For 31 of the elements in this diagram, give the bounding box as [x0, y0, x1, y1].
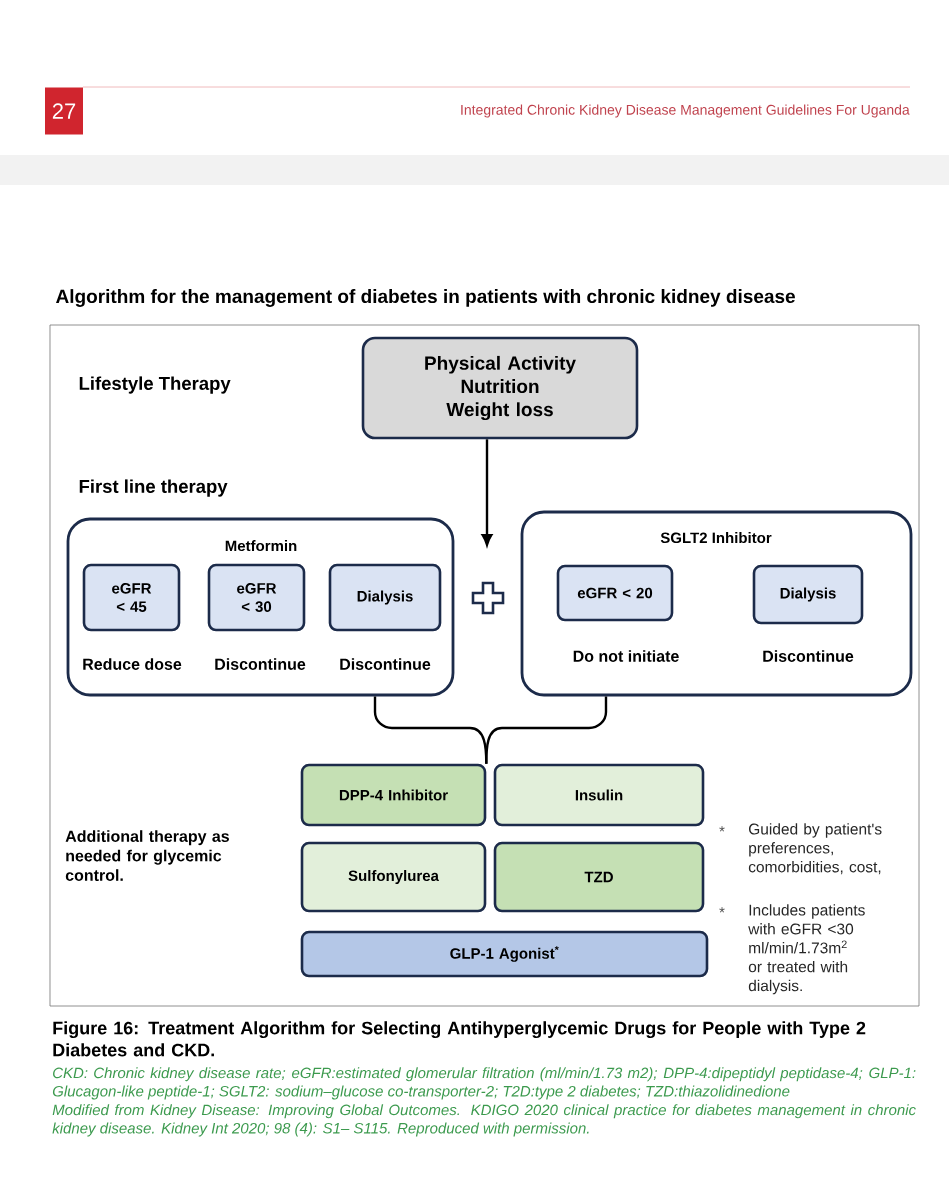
- criteria-box: Dialysis: [328, 563, 442, 632]
- outcome-text: Discontinue: [340, 658, 431, 670]
- drug-box: Sulfonylurea: [300, 841, 487, 913]
- outcome-text: Discontinue: [215, 658, 306, 670]
- criteria-box: eGFR < 30: [207, 563, 306, 632]
- drug-box: TZD: [493, 841, 705, 913]
- footnote-text: Includes patients with eGFR <30 ml/min/1.73m$^{2}$ or treated with dialysis.: [748, 904, 865, 995]
- drug-box: GLP-1 Agonist$^{*}$: [300, 930, 709, 978]
- drug-box: DPP-4 Inhibitor: [300, 763, 487, 827]
- row-label: Additional therapy as needed for glycemic control.: [65, 830, 229, 881]
- drug-box: Insulin: [493, 763, 705, 827]
- row-label: Lifestyle Therapy: [79, 376, 231, 394]
- caption-note: CKD: Chronic kidney disease rate; eGFR:estimated glomerular filtration (ml/min/1.73 m2); DPP-4:dipeptidyl peptidase-4; GLP-1: Glucagon-like peptide-1; SGLT2: sodium–glucose co-transporter-2; T2D:type 2 diabetes; TZD:thiazolidinedione: [52, 1067, 916, 1100]
- arrow: [481, 439, 493, 546]
- caption-note: Modified from Kidney Disease: Improving Global Outcomes. KDIGO 2020 clinical practice for diabetes management in chronic kidney disease. Kidney Int 2020; 98 (4): S1– S115. Reproduced with permission.: [52, 1104, 916, 1137]
- header-text: Integrated Chronic Kidney Disease Management Guidelines For Uganda: [461, 104, 910, 118]
- lifestyle-box: Physical Activity Nutrition Weight loss: [361, 336, 639, 440]
- row-label: First line therapy: [79, 479, 228, 497]
- diagram-title: Algorithm for the management of diabetes in patients with chronic kidney disease: [56, 289, 795, 307]
- criteria-box: Dialysis: [752, 564, 864, 625]
- criteria-box: eGFR < 45: [82, 563, 181, 632]
- figure-caption: Figure 16: Treatment Algorithm for Selecting Antihyperglycemic Drugs for People with Type 2 Diabetes and CKD.: [53, 1021, 866, 1057]
- outcome-text: Do not initiate: [573, 650, 679, 662]
- footnote-text: Guided by patient's preferences, comorbidities, cost,: [748, 823, 882, 875]
- outcome-text: Discontinue: [763, 650, 854, 662]
- bracket-line: [485, 696, 608, 764]
- page-number: 27: [45, 87, 83, 135]
- bullet-mark: *: [719, 907, 725, 913]
- outcome-text: Reduce dose: [83, 658, 182, 670]
- criteria-box: eGFR < 20: [556, 564, 674, 622]
- bullet-mark: *: [719, 826, 725, 832]
